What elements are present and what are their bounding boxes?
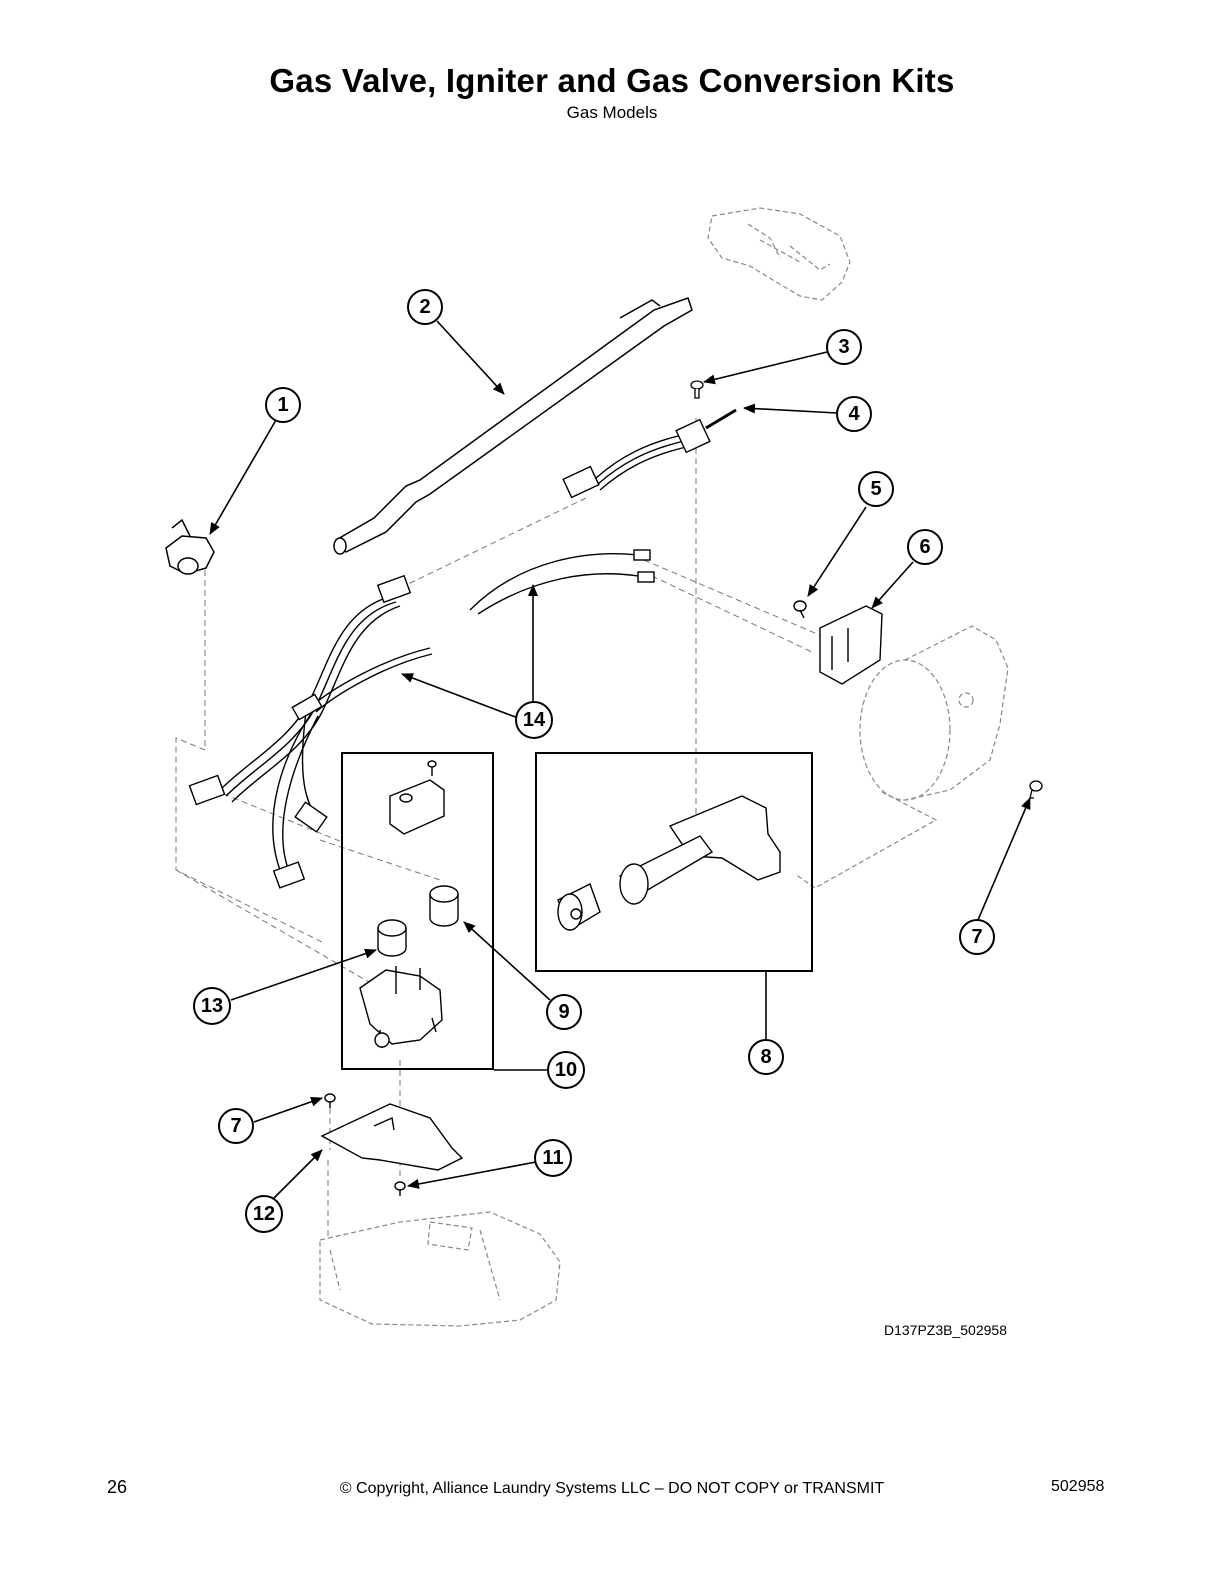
svg-text:7: 7	[230, 1115, 241, 1137]
page-subtitle: Gas Models	[566, 103, 658, 122]
callout-8: 8	[748, 1039, 784, 1075]
shutoff-valve	[165, 518, 215, 575]
page-title: Gas Valve, Igniter and Gas Conversion Ki…	[269, 62, 955, 99]
igniter-group-box	[535, 752, 813, 972]
svg-text:11: 11	[542, 1147, 563, 1169]
callout-7-right: 7	[959, 919, 995, 955]
callout-14: 14	[515, 701, 553, 739]
callout-4: 4	[836, 396, 872, 432]
svg-text:5: 5	[870, 478, 881, 500]
svg-text:6: 6	[919, 536, 930, 558]
callout-12: 12	[245, 1195, 283, 1233]
page-number: 26	[107, 1477, 128, 1497]
callout-9: 9	[546, 994, 582, 1030]
svg-text:14: 14	[523, 709, 546, 731]
wire-harness	[188, 549, 655, 889]
ghost-top-bracket	[707, 207, 851, 301]
callout-1: 1	[265, 387, 301, 423]
ghost-base-plate	[319, 1211, 561, 1327]
gas-pipe	[333, 297, 693, 555]
callout-2: 2	[407, 289, 443, 325]
callout-leaders	[209, 320, 1031, 1199]
svg-text:3: 3	[838, 336, 849, 358]
callout-3: 3	[826, 329, 862, 365]
document-number: 502958	[1051, 1478, 1105, 1495]
igniter-harness	[562, 408, 737, 499]
svg-text:2: 2	[419, 296, 430, 318]
igniter-bracket	[793, 600, 883, 685]
screw-3	[690, 380, 704, 399]
svg-text:1: 1	[277, 394, 288, 416]
callout-13: 13	[193, 987, 231, 1025]
svg-text:9: 9	[558, 1001, 569, 1023]
copyright-notice: © Copyright, Alliance Laundry Systems LL…	[339, 1480, 885, 1497]
callout-10: 10	[547, 1051, 585, 1089]
gas-valve-group-box	[341, 752, 494, 1070]
callout-5: 5	[858, 471, 894, 507]
gas-valve	[359, 760, 459, 1049]
mounting-plate	[320, 1093, 464, 1196]
svg-text:10: 10	[555, 1059, 577, 1081]
svg-text:13: 13	[201, 995, 223, 1017]
callout-11: 11	[534, 1139, 572, 1177]
svg-text:4: 4	[848, 403, 860, 425]
svg-text:8: 8	[760, 1046, 771, 1068]
svg-text:7: 7	[971, 926, 982, 948]
svg-text:12: 12	[253, 1203, 275, 1225]
drawing-id: D137PZ3B_502958	[884, 1322, 1007, 1338]
callout-7-left: 7	[218, 1108, 254, 1144]
callout-6: 6	[907, 529, 943, 565]
ghost-burner-housing	[794, 625, 1009, 889]
screw-7-right	[1029, 780, 1043, 799]
igniter-assembly	[557, 795, 781, 932]
